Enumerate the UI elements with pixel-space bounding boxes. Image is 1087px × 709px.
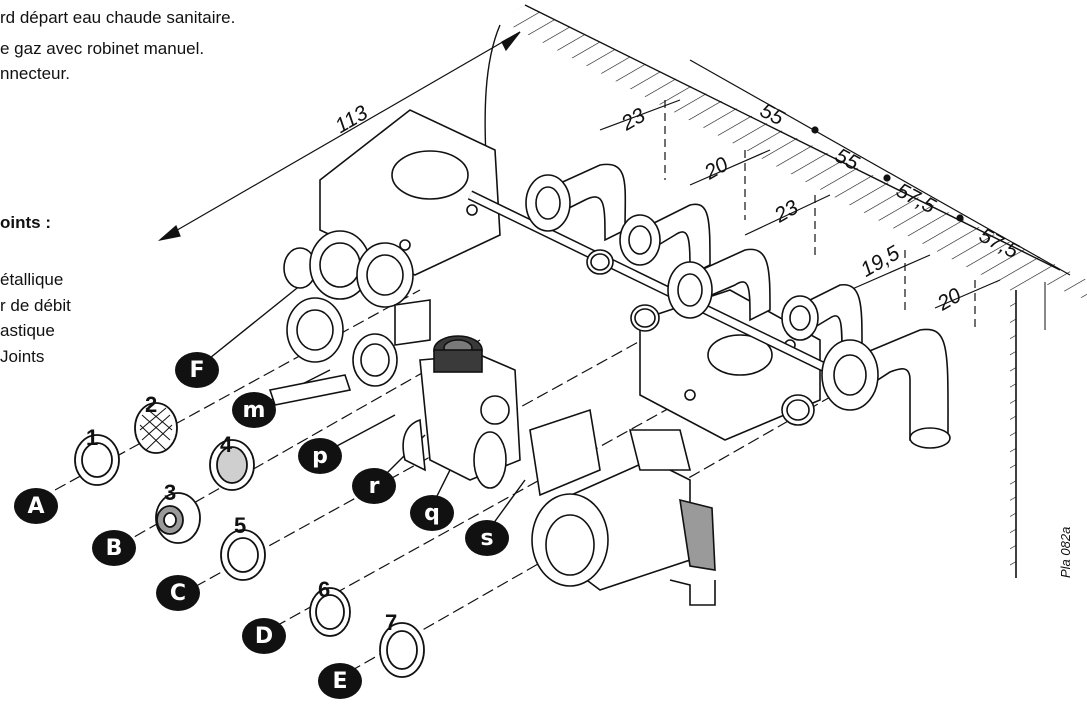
seal-number-5: 5 bbox=[234, 513, 247, 538]
seal-number-3: 3 bbox=[164, 480, 177, 505]
legend-line-2: e gaz avec robinet manuel. bbox=[0, 39, 205, 58]
part-s: s bbox=[465, 520, 509, 556]
floating-seals bbox=[586, 249, 815, 426]
joints-item-3: astique bbox=[0, 321, 55, 340]
plate-reference: Pla 082a bbox=[1058, 526, 1073, 578]
joints-heading: oints : bbox=[0, 213, 51, 232]
label-c: C bbox=[156, 575, 200, 611]
label-a: A bbox=[14, 488, 58, 524]
gas-valve bbox=[531, 429, 716, 606]
label-f: F bbox=[175, 352, 219, 388]
filter-mesh bbox=[139, 407, 173, 451]
seal-number-6: 6 bbox=[318, 577, 331, 602]
label-d: D bbox=[242, 618, 286, 654]
part-p: p bbox=[298, 438, 342, 474]
mounting-plate-right bbox=[639, 289, 821, 441]
pipe-bends bbox=[543, 163, 951, 449]
wall-hatched bbox=[484, 4, 1087, 578]
label-e: E bbox=[318, 663, 362, 699]
legend-line-3: nnecteur. bbox=[0, 64, 70, 83]
seal-number-4: 4 bbox=[220, 432, 233, 457]
exploded-seals bbox=[74, 402, 425, 678]
joints-item-1: étallique bbox=[0, 270, 64, 289]
joints-item-2: r de débit bbox=[0, 296, 71, 315]
label-b: B bbox=[92, 530, 136, 566]
seal-number-2: 2 bbox=[145, 392, 158, 417]
legend-line-1: rd départ eau chaude sanitaire. bbox=[0, 8, 236, 27]
valve-assembly bbox=[268, 230, 601, 497]
dimension-lines bbox=[157, 31, 1071, 330]
joints-item-4: Joints bbox=[0, 347, 45, 366]
part-m: m bbox=[232, 392, 276, 428]
part-r: r bbox=[352, 468, 396, 504]
seal-number-1: 1 bbox=[86, 425, 99, 450]
mounting-plate-left bbox=[319, 109, 501, 276]
part-q: q bbox=[410, 495, 454, 531]
seal-number-7: 7 bbox=[385, 610, 398, 635]
union-nuts bbox=[525, 174, 879, 411]
